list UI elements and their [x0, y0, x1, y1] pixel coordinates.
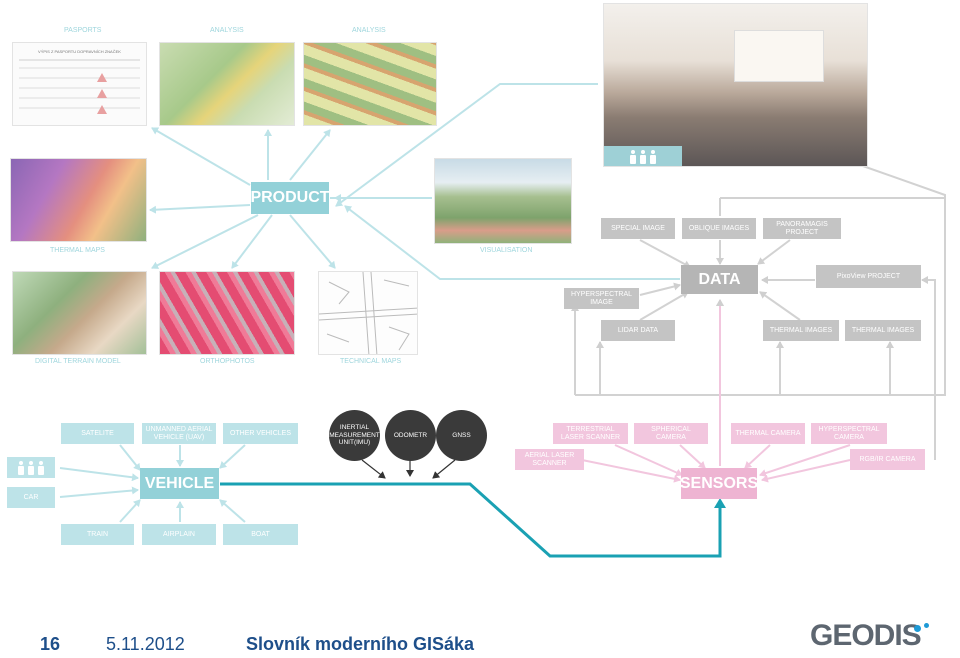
digital-terrain-model-thumbnail [12, 271, 147, 355]
aerial-laser-scanner-box: AERIAL LASER SCANNER [515, 449, 584, 470]
person-icon [38, 460, 44, 475]
caption-orthophotos: ORTHOPHOTOS [200, 358, 255, 365]
lidar-data-box: LIDAR DATA [601, 320, 675, 341]
person-icon [630, 150, 636, 164]
gnss-circle: GNSS [436, 410, 487, 461]
footer-date: 5.11.2012 [106, 634, 185, 654]
thermal-images-box-2: THERMAL IMAGES [845, 320, 921, 341]
page-number: 16 [40, 634, 61, 654]
boat-box: BOAT [223, 524, 298, 545]
hyperspectral-camera-box: HYPERSPECTRAL CAMERA [811, 423, 887, 444]
vehicle-box: VEHICLE [140, 468, 219, 499]
caption-analysis-1: ANALYSIS [210, 27, 244, 34]
people-icon [604, 146, 682, 166]
analysis-map-thumbnail-2 [303, 42, 437, 126]
warning-sign-icon [97, 89, 107, 98]
warning-sign-icon [97, 105, 107, 114]
warning-sign-icon [97, 73, 107, 82]
special-image-box: SPECIAL IMAGE [601, 218, 675, 239]
thermal-map-thumbnail [10, 158, 147, 242]
terrestrial-laser-scanner-box: TERRESTRIAL LASER SCANNER [553, 423, 628, 444]
footer-title: Slovník moderního GISáka [246, 634, 475, 654]
thermal-camera-box: THERMAL CAMERA [731, 423, 805, 444]
passport-document-title: VÝPIS Z PASPORTU DOPRAVNÍCH ZNAČEK [38, 49, 121, 54]
panoramagis-project-box: PANORAMAGIS PROJECT [763, 218, 841, 239]
spherical-camera-box: SPHERICAL CAMERA [634, 423, 708, 444]
technical-map-lines [319, 272, 417, 354]
person-icon [640, 150, 646, 164]
oblique-images-box: OBLIQUE IMAGES [682, 218, 756, 239]
odometr-circle: ODOMETR [385, 410, 436, 461]
satelite-box: SATELITE [61, 423, 134, 444]
hyperspectral-image-box: HYPERSPECTRAL IMAGE [564, 288, 639, 309]
product-box: PRODUCT [250, 182, 330, 214]
caption-thermal-maps: THERMAL MAPS [50, 247, 105, 254]
airplain-box: AIRPLAIN [142, 524, 216, 545]
car-box: CAR [7, 487, 55, 508]
audience-photo [603, 3, 868, 167]
data-box: DATA [681, 265, 758, 294]
orthophoto-thumbnail [159, 271, 295, 355]
person-icon [650, 150, 656, 164]
logo-dot-icon [924, 623, 929, 628]
caption-visualisation: VISUALISATION [480, 247, 533, 254]
logo-dot-icon [914, 625, 921, 632]
uav-box: UNMANNED AERIAL VEHICLE (UAV) [142, 423, 216, 444]
rgb-ir-camera-box: RGB/IR CAMERA [850, 449, 925, 470]
other-vehicles-box: OTHER VEHICLES [223, 423, 298, 444]
thermal-images-box-1: THERMAL IMAGES [763, 320, 839, 341]
imu-circle: INERTIAL MEASUREMENT UNIT(IMU) [329, 410, 380, 461]
person-icon [28, 460, 34, 475]
train-box: TRAIN [61, 524, 134, 545]
sensors-box: SENSORS [680, 468, 758, 499]
technical-map-thumbnail [318, 271, 418, 355]
analysis-map-thumbnail-1 [159, 42, 295, 126]
geodis-logo: GEODIS [810, 619, 922, 652]
passport-document-thumbnail: VÝPIS Z PASPORTU DOPRAVNÍCH ZNAČEK [12, 42, 147, 126]
caption-analysis-2: ANALYSIS [352, 27, 386, 34]
caption-digital-terrain-model: DIGITAL TERRAIN MODEL [35, 358, 121, 365]
visualisation-thumbnail [434, 158, 572, 244]
caption-pasports: PASPORTS [64, 27, 102, 34]
pixoview-project-box: PixoView PROJECT [816, 265, 921, 288]
people-icon [7, 457, 55, 478]
person-icon [18, 460, 24, 475]
projection-screen [734, 30, 824, 82]
caption-technical-maps: TECHNICAL MAPS [340, 358, 402, 365]
